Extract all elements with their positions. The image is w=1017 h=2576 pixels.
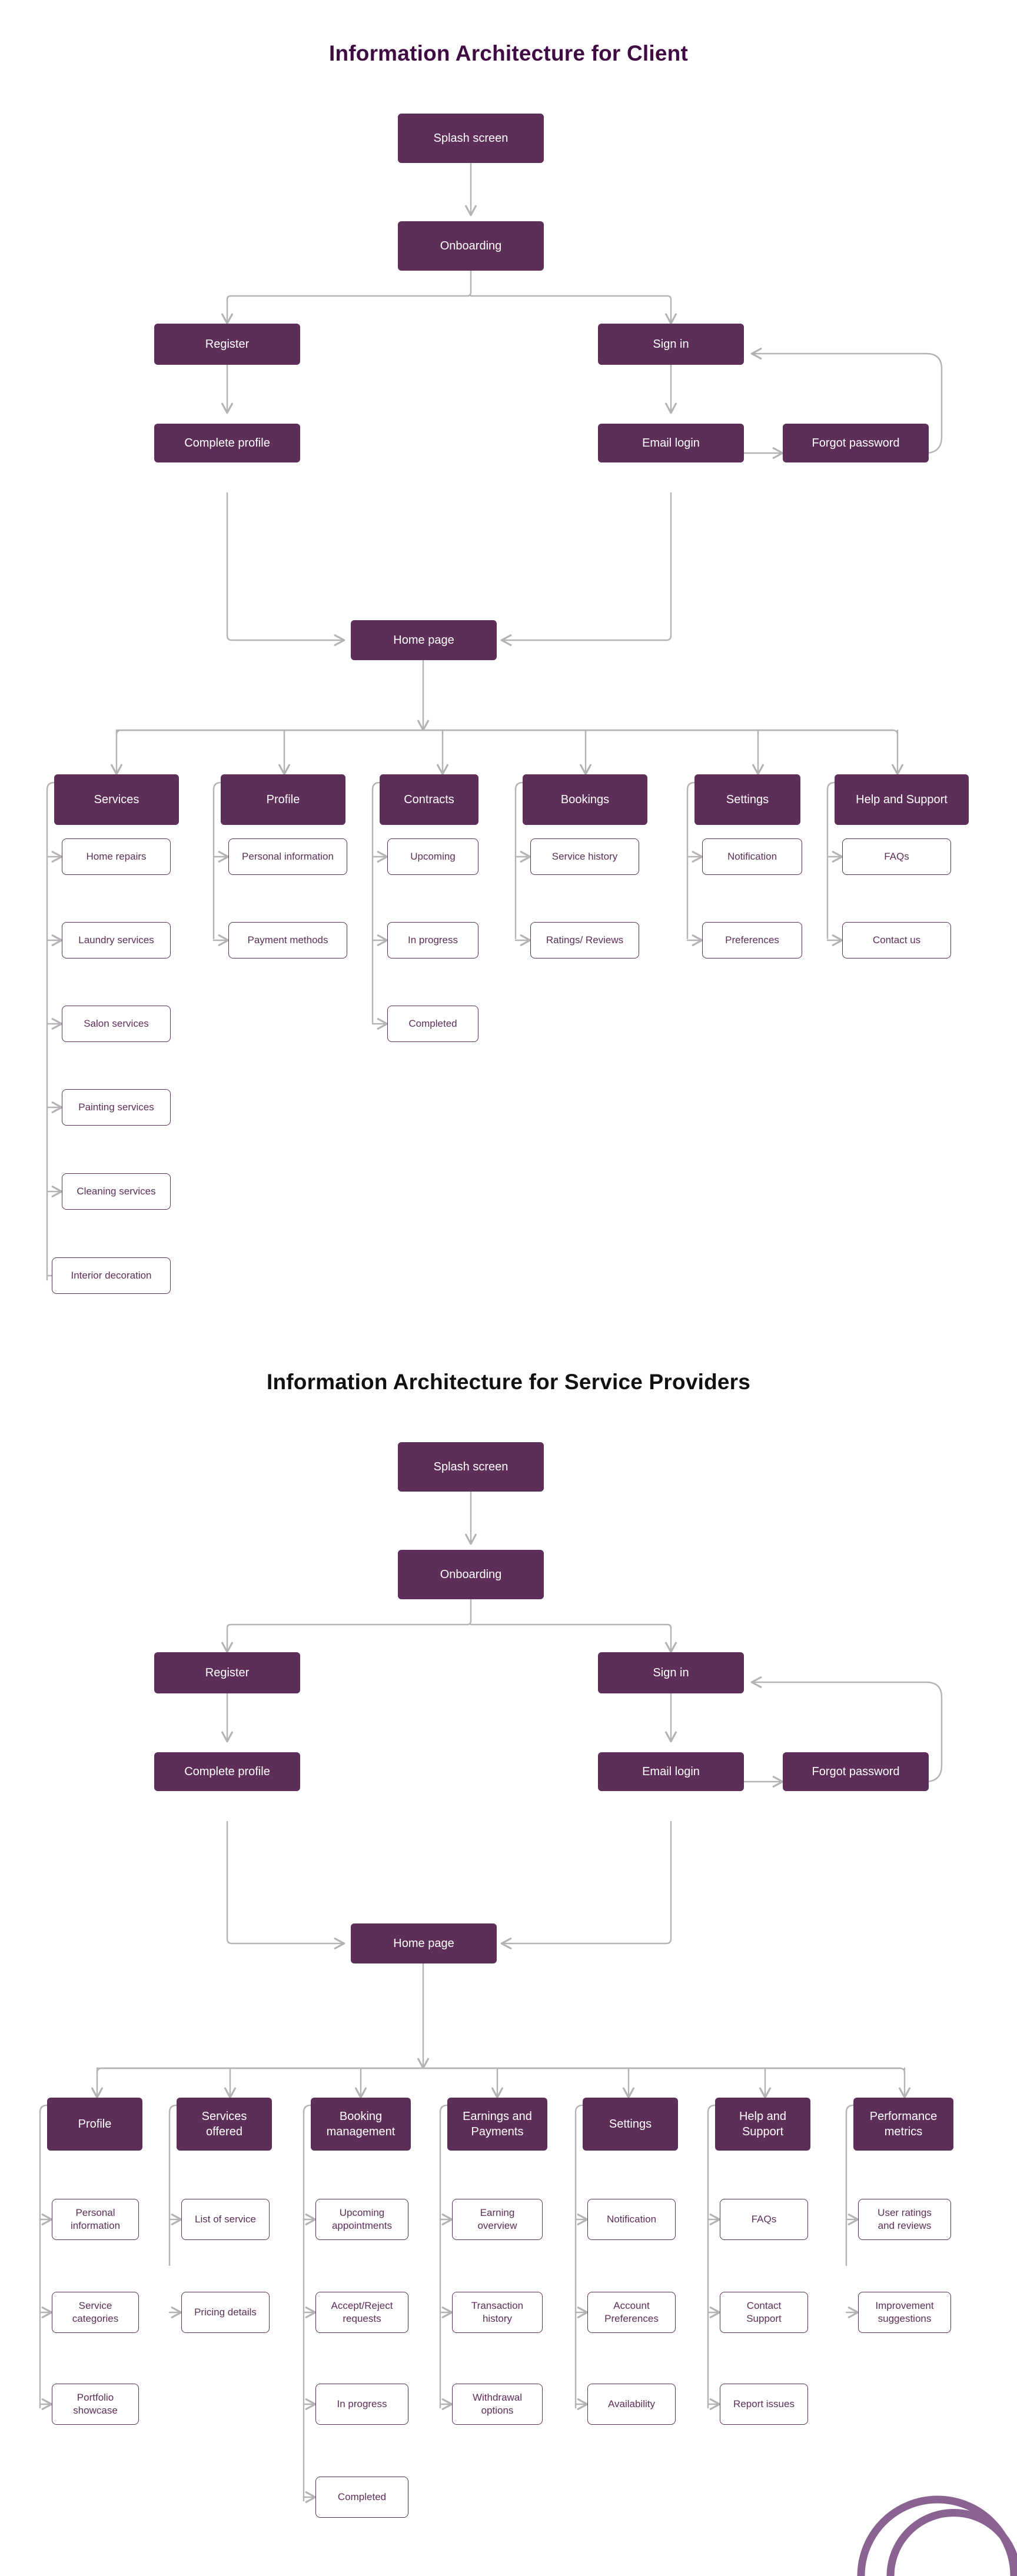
leaf-accept-reject-requests[interactable]: Accept/Reject requests bbox=[315, 2292, 408, 2333]
leaf-service-history[interactable]: Service history bbox=[530, 838, 639, 875]
leaf-laundry-services[interactable]: Laundry services bbox=[62, 922, 171, 958]
leaf-preferences[interactable]: Preferences bbox=[702, 922, 802, 958]
leaf-earning-overview[interactable]: Earning overview bbox=[452, 2199, 543, 2240]
node-splash-screen-provider[interactable]: Splash screen bbox=[398, 1442, 544, 1492]
node-home-page-client[interactable]: Home page bbox=[351, 620, 497, 660]
category-header-contracts[interactable]: Contracts bbox=[380, 774, 478, 825]
leaf-provider-notification[interactable]: Notification bbox=[587, 2199, 676, 2240]
leaf-withdrawal-options[interactable]: Withdrawal options bbox=[452, 2384, 543, 2425]
node-register-provider[interactable]: Register bbox=[154, 1652, 300, 1693]
category-header-help-and-support[interactable]: Help and Support bbox=[835, 774, 969, 825]
node-onboarding-client[interactable]: Onboarding bbox=[398, 221, 544, 271]
node-complete-profile-provider[interactable]: Complete profile bbox=[154, 1752, 300, 1791]
category-header-services[interactable]: Services bbox=[54, 774, 179, 825]
node-register-client[interactable]: Register bbox=[154, 324, 300, 365]
leaf-account-preferences[interactable]: Account Preferences bbox=[587, 2292, 676, 2333]
leaf-salon-services[interactable]: Salon services bbox=[62, 1006, 171, 1042]
leaf-availability[interactable]: Availability bbox=[587, 2384, 676, 2425]
leaf-list-of-service[interactable]: List of service bbox=[181, 2199, 270, 2240]
leaf-cleaning-services[interactable]: Cleaning services bbox=[62, 1173, 171, 1210]
leaf-contact-support[interactable]: Contact Support bbox=[720, 2292, 808, 2333]
node-home-page-provider[interactable]: Home page bbox=[351, 1923, 497, 1963]
node-onboarding-provider[interactable]: Onboarding bbox=[398, 1550, 544, 1599]
category-header-bookings[interactable]: Bookings bbox=[523, 774, 647, 825]
leaf-notification[interactable]: Notification bbox=[702, 838, 802, 875]
node-splash-screen-client[interactable]: Splash screen bbox=[398, 114, 544, 163]
leaf-in-progress[interactable]: In progress bbox=[387, 922, 478, 958]
leaf-interior-decoration[interactable]: Interior decoration bbox=[52, 1257, 171, 1294]
category-header-profile[interactable]: Profile bbox=[221, 774, 345, 825]
leaf-provider-completed[interactable]: Completed bbox=[315, 2477, 408, 2518]
leaf-provider-in-progress[interactable]: In progress bbox=[315, 2384, 408, 2425]
leaf-completed[interactable]: Completed bbox=[387, 1006, 478, 1042]
page-title-client: Information Architecture for Client bbox=[328, 41, 688, 65]
leaf-provider-personal-information[interactable]: Personal information bbox=[52, 2199, 139, 2240]
category-header-services-offered[interactable]: Services offered bbox=[177, 2098, 272, 2151]
corner-arcs-decoration bbox=[857, 2495, 1017, 2576]
leaf-upcoming[interactable]: Upcoming bbox=[387, 838, 478, 875]
node-email-login-client[interactable]: Email login bbox=[598, 424, 744, 462]
leaf-user-ratings-and-reviews[interactable]: User ratings and reviews bbox=[858, 2199, 951, 2240]
leaf-payment-methods[interactable]: Payment methods bbox=[228, 922, 347, 958]
leaf-upcoming-appointments[interactable]: Upcoming appointments bbox=[315, 2199, 408, 2240]
node-forgot-password-provider[interactable]: Forgot password bbox=[783, 1752, 929, 1791]
leaf-painting-services[interactable]: Painting services bbox=[62, 1089, 171, 1126]
page-title-provider: Information Architecture for Service Pro… bbox=[266, 1370, 751, 1394]
leaf-pricing-details[interactable]: Pricing details bbox=[181, 2292, 270, 2333]
node-sign-in-client[interactable]: Sign in bbox=[598, 324, 744, 365]
leaf-contact-us[interactable]: Contact us bbox=[842, 922, 951, 958]
category-header-provider-profile[interactable]: Profile bbox=[47, 2098, 142, 2151]
leaf-portfolio-showcase[interactable]: Portfolio showcase bbox=[52, 2384, 139, 2425]
leaf-report-issues[interactable]: Report issues bbox=[720, 2384, 808, 2425]
category-header-earnings-and-payments[interactable]: Earnings and Payments bbox=[447, 2098, 547, 2151]
leaf-personal-information[interactable]: Personal information bbox=[228, 838, 347, 875]
node-forgot-password-client[interactable]: Forgot password bbox=[783, 424, 929, 462]
leaf-transaction-history[interactable]: Transaction history bbox=[452, 2292, 543, 2333]
leaf-service-categories[interactable]: Service categories bbox=[52, 2292, 139, 2333]
leaf-faqs[interactable]: FAQs bbox=[842, 838, 951, 875]
node-sign-in-provider[interactable]: Sign in bbox=[598, 1652, 744, 1693]
node-complete-profile-client[interactable]: Complete profile bbox=[154, 424, 300, 462]
leaf-provider-faqs[interactable]: FAQs bbox=[720, 2199, 808, 2240]
leaf-ratings-reviews[interactable]: Ratings/ Reviews bbox=[530, 922, 639, 958]
category-header-performance-metrics[interactable]: Performance metrics bbox=[853, 2098, 953, 2151]
category-header-settings[interactable]: Settings bbox=[694, 774, 800, 825]
category-header-provider-help-and-support[interactable]: Help and Support bbox=[715, 2098, 810, 2151]
category-header-booking-management[interactable]: Booking management bbox=[311, 2098, 411, 2151]
leaf-improvement-suggestions[interactable]: Improvement suggestions bbox=[858, 2292, 951, 2333]
node-email-login-provider[interactable]: Email login bbox=[598, 1752, 744, 1791]
category-header-provider-settings[interactable]: Settings bbox=[583, 2098, 678, 2151]
leaf-home-repairs[interactable]: Home repairs bbox=[62, 838, 171, 875]
